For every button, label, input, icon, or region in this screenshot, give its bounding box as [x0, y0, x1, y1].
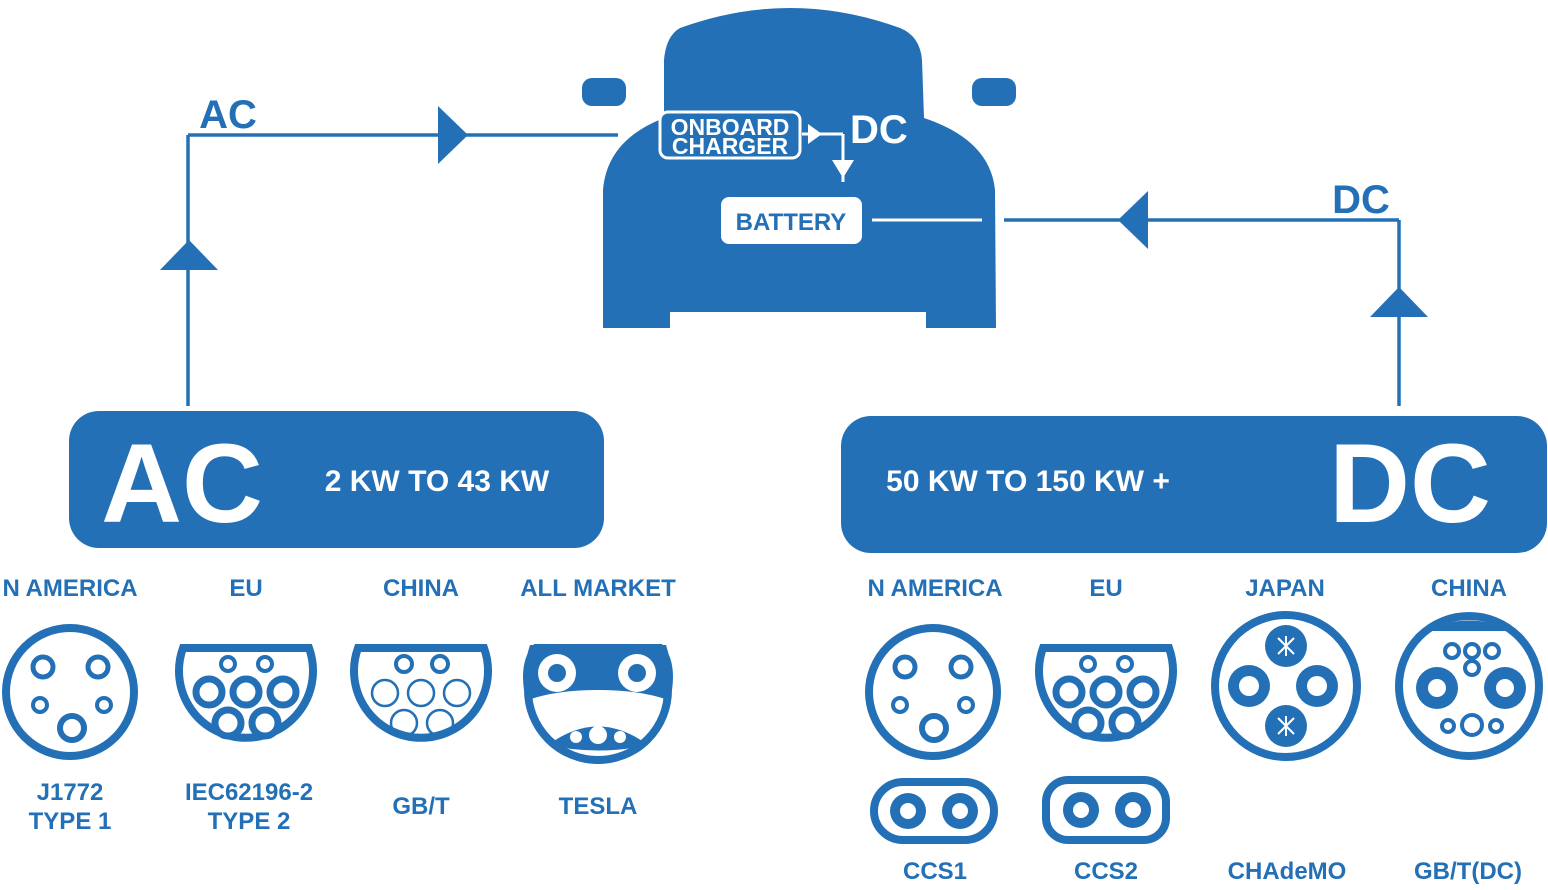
ac-connector-name: IEC62196-2 — [185, 779, 313, 806]
ac-region-label: EU — [229, 575, 262, 602]
internal-arrow-down-icon — [832, 160, 854, 178]
internal-arrow-right-icon — [808, 124, 822, 144]
gbt-dc-connector-icon — [1395, 612, 1543, 760]
dc-region-label: N AMERICA — [867, 575, 1002, 602]
ccs2-connector-icon — [1035, 644, 1177, 844]
ac-region-label: CHINA — [383, 575, 459, 602]
car-silhouette — [582, 8, 1016, 328]
dc-flow-line — [1004, 218, 1401, 406]
gbt-connector-icon — [350, 644, 492, 742]
right-mirror — [972, 78, 1016, 106]
ac-connector-name: TYPE 1 — [29, 808, 112, 835]
ac-power-range: 2 KW TO 43 KW — [325, 465, 550, 498]
dc-region-label: CHINA — [1431, 575, 1507, 602]
ac-flow-line — [186, 133, 618, 406]
ac-connector-name: GB/T — [392, 793, 450, 820]
onboard-label-line1: ONBOARD — [671, 114, 790, 140]
dc-power-range: 50 KW TO 150 KW + — [886, 465, 1170, 498]
ac-arrow-right-icon — [438, 106, 468, 164]
j1772-connector-icon — [2, 624, 138, 760]
tesla-connector-icon — [523, 644, 673, 764]
ac-connector-name: TESLA — [559, 793, 638, 820]
dc-connector-name: CCS1 — [903, 858, 967, 885]
ac-region-label: N AMERICA — [2, 575, 137, 602]
onboard-label-line2: CHARGER — [672, 133, 789, 159]
battery-label: BATTERY — [736, 209, 847, 236]
dc-region-label: EU — [1089, 575, 1122, 602]
ac-region-label: ALL MARKET — [520, 575, 676, 602]
dc-path-label: DC — [1332, 178, 1390, 222]
dc-arrow-left-icon — [1118, 191, 1148, 249]
dc-arrow-up-icon — [1370, 287, 1428, 317]
ccs1-connector-icon — [865, 624, 1001, 844]
chademo-connector-icon — [1211, 611, 1361, 761]
dc-panel: DC 50 KW TO 150 KW + — [841, 416, 1547, 553]
dc-region-label: JAPAN — [1245, 575, 1325, 602]
dc-panel-big-label: DC — [1329, 421, 1491, 546]
ac-arrow-up-icon — [160, 240, 218, 270]
ac-panel-big-label: AC — [101, 421, 263, 546]
dc-connector-name: GB/T(DC) — [1414, 858, 1522, 885]
ac-connector-name: TYPE 2 — [208, 808, 291, 835]
onboard-charger-box: ONBOARD CHARGER — [658, 110, 802, 160]
dc-connector-name: CHAdeMO — [1228, 858, 1347, 885]
car-dc-label: DC — [850, 108, 908, 152]
ac-connector-name: J1772 — [37, 779, 104, 806]
left-mirror — [582, 78, 626, 106]
type2-connector-icon — [175, 644, 317, 742]
dc-connector-name: CCS2 — [1074, 858, 1138, 885]
ac-path-label: AC — [199, 93, 257, 137]
ac-panel: AC 2 KW TO 43 KW — [69, 411, 604, 548]
battery-box — [721, 197, 862, 244]
